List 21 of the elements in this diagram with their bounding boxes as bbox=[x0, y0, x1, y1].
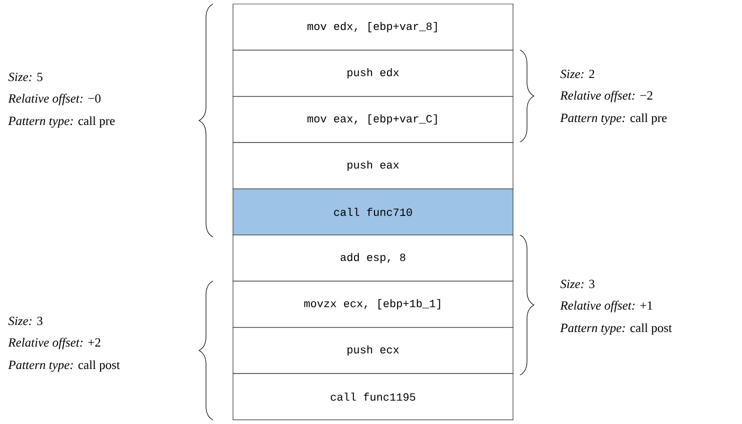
annotation-text: Pattern type: call post bbox=[8, 360, 120, 372]
annotation-text: Size: 3 bbox=[8, 316, 42, 326]
annotation-text: Size: 5 bbox=[8, 72, 42, 82]
instruction-box: push eax bbox=[232, 142, 514, 190]
annotation-text: Pattern type: call pre bbox=[560, 113, 667, 125]
annotation-text: Relative offset: +1 bbox=[560, 300, 652, 312]
instruction-box: push edx bbox=[232, 50, 514, 97]
annotation-text: Pattern type: call post bbox=[560, 323, 672, 335]
annotation-text: Relative offset: −0 bbox=[8, 94, 100, 106]
instruction-box: mov eax, [ebp+var_C] bbox=[232, 96, 514, 143]
instruction-box: mov edx, [ebp+var_8] bbox=[232, 4, 514, 50]
instruction-box: push ecx bbox=[232, 327, 514, 374]
instruction-box: add esp, 8 bbox=[232, 234, 514, 282]
annotation-text: Size: 3 bbox=[560, 280, 594, 288]
annotation-text: Size: 2 bbox=[560, 70, 594, 78]
instruction-box: call func710 bbox=[232, 188, 514, 236]
annotation-text: Pattern type: call pre bbox=[8, 116, 115, 128]
instruction-box: call func1195 bbox=[232, 373, 514, 420]
annotation-text: Relative offset: +2 bbox=[8, 338, 100, 350]
annotation-text: Relative offset: −2 bbox=[560, 90, 652, 102]
instruction-box: movzx ecx, [ebp+1b_1] bbox=[232, 280, 514, 328]
